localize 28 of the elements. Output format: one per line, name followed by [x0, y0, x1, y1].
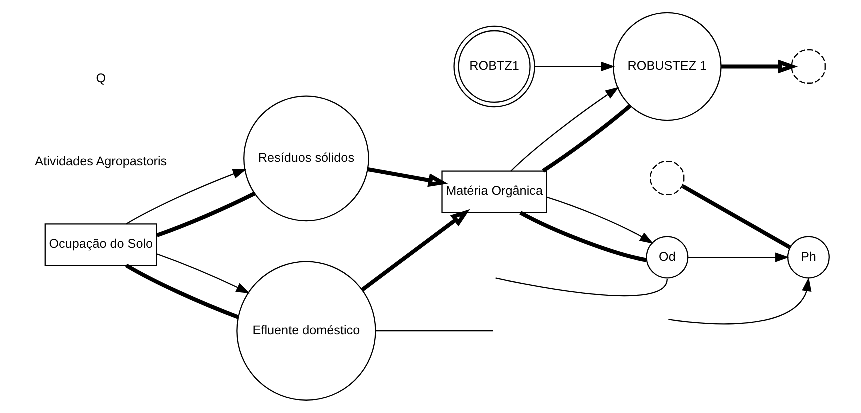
arrow [688, 252, 790, 262]
label: Q [96, 72, 106, 86]
node-circle: Od [646, 236, 689, 279]
arrow [361, 209, 470, 292]
arrow [157, 254, 250, 294]
arrow [510, 87, 620, 172]
node-circle: Ph [787, 236, 830, 279]
connector [542, 104, 632, 173]
node-text: Atividades Agropastoris [35, 154, 168, 168]
arrow [546, 196, 654, 244]
connector [125, 264, 240, 320]
connector [376, 330, 494, 332]
node-circle: Resíduos sólidos [244, 96, 370, 222]
node-cloud [650, 160, 685, 196]
arrow [126, 169, 247, 225]
arrow [668, 278, 812, 325]
connector [156, 192, 256, 238]
node-box: Ocupação do Solo [44, 224, 158, 266]
connector [682, 184, 792, 250]
arrow [722, 60, 798, 74]
node-cloud [791, 49, 826, 84]
connector [496, 278, 668, 297]
arrow [368, 168, 448, 188]
node-box: Matéria Orgânica [442, 170, 548, 214]
connector [520, 211, 648, 262]
node-circle: ROBTZ1 [454, 26, 536, 108]
arrow [535, 62, 616, 72]
node-circle: ROBUSTEZ 1 [613, 12, 722, 122]
